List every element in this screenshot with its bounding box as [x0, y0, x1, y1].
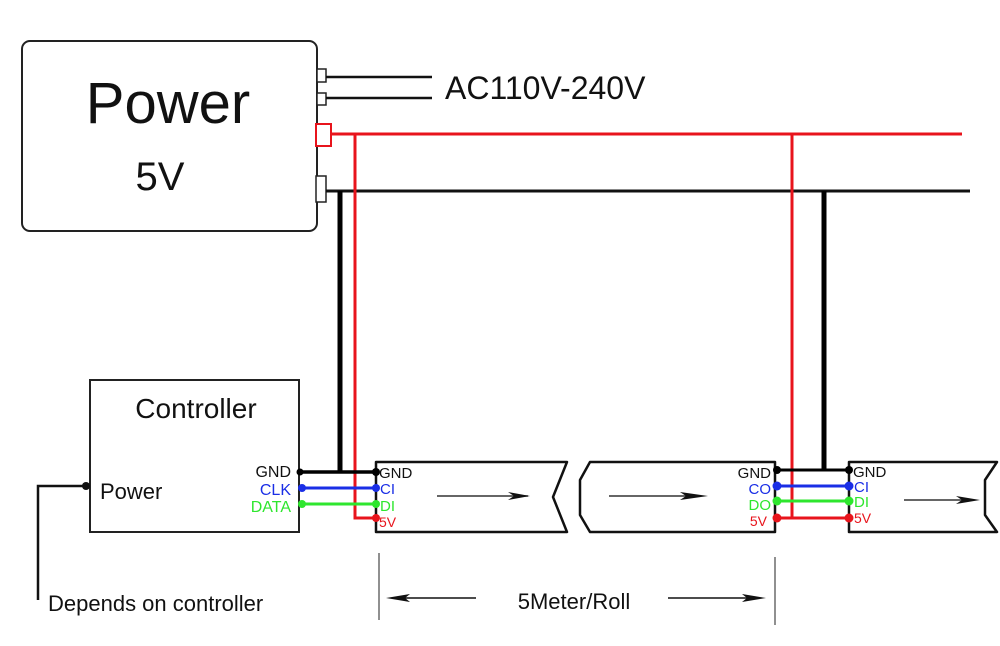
controller-pin-gnd: GND — [255, 464, 291, 481]
controller-power-dot — [82, 482, 90, 490]
controller-pin-data: DATA — [251, 499, 292, 516]
controller-power-label: Power — [100, 479, 162, 504]
strip1-out-co-dot — [772, 481, 782, 491]
controller-title: Controller — [135, 393, 256, 424]
length-arrowhead-right — [742, 594, 766, 602]
controller-pin-clk: CLK — [260, 482, 291, 499]
led-strip-2 — [847, 460, 999, 534]
controller-box — [89, 379, 300, 533]
strip1-in-ci: CI — [380, 481, 395, 498]
strip2-in-gnd: GND — [853, 464, 887, 481]
strip2-di-dot — [844, 496, 854, 506]
strip1-gnd-dot — [372, 468, 380, 476]
strip1-in-di: DI — [380, 498, 395, 515]
ac-terminal-1 — [316, 68, 327, 83]
strip2-5v-dot — [844, 513, 854, 523]
power-supply-title: Power — [86, 71, 250, 136]
ac-input-label: AC110V-240V — [445, 70, 646, 106]
ac-terminal-2 — [316, 92, 327, 106]
v5-terminal — [315, 123, 332, 147]
gnd-terminal — [315, 175, 327, 203]
strip1-out-5v-dot — [772, 513, 782, 523]
strip1-out-gnd: GND — [738, 465, 772, 482]
strip2-in-di: DI — [854, 494, 869, 511]
strip1-di-dot — [372, 500, 380, 508]
strip1-flow-arrowhead — [508, 492, 530, 500]
strip1-in-gnd: GND — [379, 465, 413, 482]
controller-power-note: Depends on controller — [48, 591, 263, 616]
controller-gnd-dot — [296, 468, 304, 476]
strip2-in-5v: 5V — [854, 510, 872, 526]
controller-power-wire — [36, 484, 85, 600]
strip1-out-5v: 5V — [750, 513, 768, 529]
power-supply-box — [21, 40, 318, 232]
v5-drop-1 — [353, 134, 376, 520]
strip1-out-do: DO — [749, 497, 772, 514]
strip1-ci-dot — [372, 484, 380, 492]
led-strip-1-end — [578, 460, 777, 534]
controller-data-dot — [298, 500, 306, 508]
strip1-out-do-dot — [772, 496, 782, 506]
strip2-flow-arrowhead — [956, 496, 980, 504]
strip2-ci-dot — [844, 481, 854, 491]
length-arrowhead-left — [386, 594, 410, 602]
power-supply-voltage: 5V — [136, 155, 185, 199]
strip1-out-co: CO — [749, 481, 772, 498]
strip1-end-flow-arrowhead — [680, 492, 708, 500]
strip1-out-gnd-dot — [773, 466, 781, 474]
strip1-in-5v: 5V — [379, 514, 397, 530]
strip1-5v-dot — [372, 514, 380, 522]
strip2-gnd-dot — [845, 466, 853, 474]
controller-clk-dot — [298, 484, 306, 492]
length-label: 5Meter/Roll — [518, 589, 630, 614]
strip2-in-ci: CI — [854, 479, 869, 496]
